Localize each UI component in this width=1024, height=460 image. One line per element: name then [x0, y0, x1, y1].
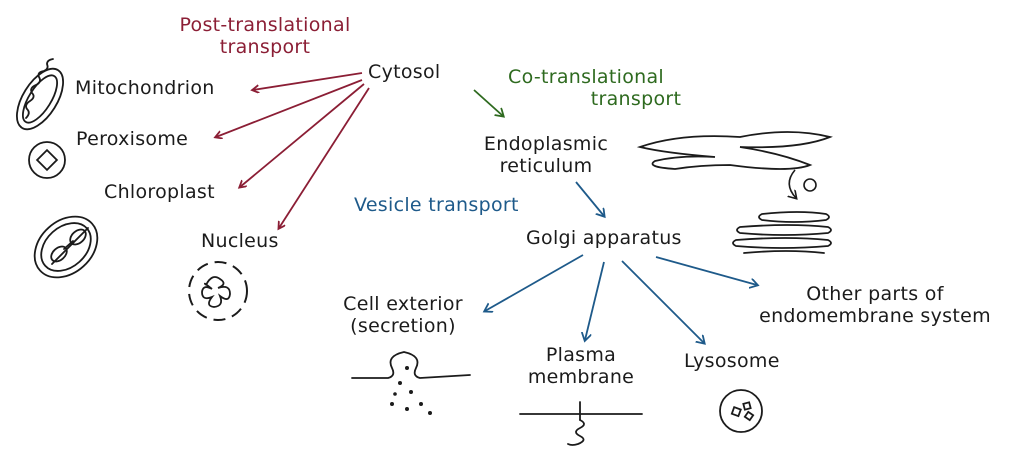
arrow-cytosol-to-er	[473, 89, 503, 116]
post-translational-line2: transport	[219, 36, 311, 58]
arrow-to-plasma-membrane	[585, 261, 605, 340]
arrow-er-to-golgi-icon	[789, 169, 796, 198]
other-parts-line2: endomembrane system	[759, 305, 991, 327]
plasma-membrane-line1: Plasma	[545, 344, 617, 366]
cell-exterior-line2: (secretion)	[350, 315, 456, 337]
arrow-to-other-parts	[655, 256, 757, 285]
arrow-to-nucleus	[279, 87, 370, 228]
vesicle-transport-label: Vesicle transport	[354, 194, 519, 216]
arrow-er-to-golgi	[575, 181, 604, 216]
arrow-to-cell-exterior	[485, 254, 584, 311]
lysosome-icon	[719, 389, 763, 433]
arrow-to-lysosome	[621, 260, 704, 343]
golgi-icon	[732, 211, 832, 254]
transport-vesicle-icon	[803, 178, 817, 192]
post-translational-arrows	[216, 72, 370, 228]
golgi-arrows	[485, 254, 757, 343]
nucleus-icon	[188, 261, 248, 321]
lysosome-label: Lysosome	[684, 350, 780, 372]
er-label: Endoplasmic reticulum	[458, 133, 634, 177]
mitochondrion-icon	[16, 58, 64, 131]
co-translational-line1: Co-translational	[508, 66, 664, 88]
co-translational-line2: transport	[590, 88, 682, 110]
nucleus-label: Nucleus	[201, 230, 279, 252]
mitochondrion-label: Mitochondrion	[75, 77, 215, 99]
er-line2: reticulum	[499, 155, 593, 177]
other-parts-label: Other parts of endomembrane system	[740, 283, 1010, 327]
chloroplast-icon	[33, 215, 99, 279]
plasma-membrane-protein-icon	[519, 401, 643, 446]
er-line1: Endoplasmic	[483, 133, 609, 155]
plasma-membrane-line2: membrane	[527, 366, 635, 388]
endoplasmic-reticulum-icon	[636, 131, 833, 170]
peroxisome-icon	[28, 141, 66, 179]
other-parts-line1: Other parts of	[806, 283, 944, 305]
peroxisome-label: Peroxisome	[76, 128, 189, 150]
cell-exterior-line1: Cell exterior	[343, 293, 463, 315]
post-translational-line1: Post-translational	[179, 14, 351, 36]
golgi-label: Golgi apparatus	[526, 227, 682, 249]
arrow-to-chloroplast	[240, 83, 365, 187]
plasma-membrane-label: Plasma membrane	[518, 344, 644, 388]
chloroplast-label: Chloroplast	[104, 181, 215, 203]
secretion-icon	[351, 351, 471, 415]
cytosol-label: Cytosol	[368, 61, 441, 83]
co-translational-label: Co-translational transport	[480, 66, 692, 110]
arrow-to-peroxisome	[216, 79, 363, 137]
post-translational-label: Post-translational transport	[150, 14, 380, 58]
cell-exterior-label: Cell exterior (secretion)	[322, 293, 484, 337]
arrow-to-mitochondrion	[253, 72, 363, 90]
